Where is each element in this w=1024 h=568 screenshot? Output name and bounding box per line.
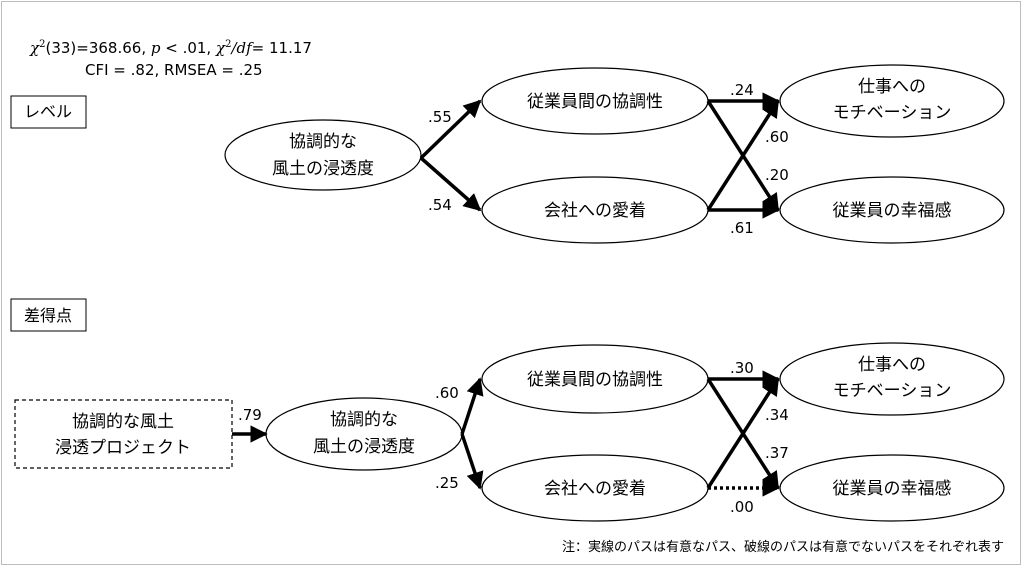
fit-line-1: χ2(33)=368.66, p < .01, χ2/df= 11.17 [29, 39, 312, 57]
diff-coef-attachment-wellbeing: .00 [730, 498, 754, 516]
level-coef-cooperation-wellbeing: .20 [765, 166, 789, 184]
level-node-wellbeing-label: 従業員の幸福感 [833, 201, 952, 221]
diff-label: 差得点 [24, 306, 72, 325]
diff-node-wellbeing-label: 従業員の幸福感 [833, 479, 952, 499]
level-node-motivation [779, 64, 1005, 138]
diff-label-box [10, 298, 87, 332]
diff-section: 差得点 協調的な風土 浸透プロジェクト 協調的な 風土の浸透度 従業員間の協調性… [10, 298, 1005, 522]
diff-coef-cooperation-wellbeing: .37 [765, 444, 789, 462]
diff-node-climate-line1: 協調的な [330, 410, 398, 430]
diff-path-climate-cooperation [460, 377, 484, 435]
level-path-attachment-motivation [706, 99, 780, 211]
level-path-climate-attachment [419, 156, 482, 212]
level-path-climate-cooperation [419, 99, 482, 160]
diff-coef-cooperation-motivation: .30 [730, 359, 754, 377]
level-coef-cooperation-motivation: .24 [730, 81, 754, 99]
level-label-box [10, 95, 87, 129]
diff-node-project-line1: 協調的な風土 [72, 412, 174, 432]
level-node-climate-line2: 風土の浸透度 [272, 159, 374, 179]
diff-path-attachment-motivation [706, 377, 780, 489]
fit-statistics: χ2(33)=368.66, p < .01, χ2/df= 11.17 CFI… [29, 39, 312, 79]
diff-node-climate [265, 397, 463, 471]
diff-coef-project-climate: .79 [238, 406, 262, 424]
diff-node-attachment-label: 会社への愛着 [544, 479, 646, 499]
diff-path-climate-attachment [460, 433, 484, 490]
level-node-motivation-line1: 仕事への [858, 77, 926, 97]
level-coef-attachment-motivation: .60 [765, 128, 789, 146]
diff-coef-attachment-motivation: .34 [765, 406, 789, 424]
level-coef-climate-attachment: .54 [428, 196, 452, 214]
diff-node-climate-line2: 風土の浸透度 [313, 437, 415, 457]
diff-coef-climate-attachment: .25 [435, 474, 459, 492]
level-coef-climate-cooperation: .55 [428, 108, 452, 126]
fit-line-2: CFI = .82, RMSEA = .25 [85, 61, 263, 79]
level-node-climate-line1: 協調的な [289, 132, 357, 152]
level-label: レベル [24, 102, 72, 121]
level-coef-attachment-wellbeing: .61 [730, 219, 754, 237]
diff-node-project-line2: 浸透プロジェクト [55, 438, 191, 458]
diff-coef-climate-cooperation: .60 [435, 384, 459, 402]
diff-node-wellbeing [779, 454, 1005, 522]
level-node-motivation-line2: モチベーション [833, 103, 952, 123]
diff-node-motivation-line1: 仕事への [858, 355, 926, 375]
level-node-cooperation-label: 従業員間の協調性 [527, 92, 663, 112]
level-node-climate [224, 119, 422, 191]
diff-node-motivation [779, 342, 1005, 416]
diff-node-motivation-line2: モチベーション [833, 381, 952, 401]
diff-node-cooperation-label: 従業員間の協調性 [527, 370, 663, 390]
level-node-attachment-label: 会社への愛着 [544, 201, 646, 221]
diff-node-project [14, 399, 233, 469]
level-section: レベル 協調的な 風土の浸透度 従業員間の協調性 会社への愛着 仕事への モチベ… [10, 64, 1005, 244]
figure-note: 注：実線のパスは有意なパス、破線のパスは有意でないパスをそれぞれ表す [562, 539, 1004, 555]
level-node-wellbeing [779, 176, 1005, 244]
